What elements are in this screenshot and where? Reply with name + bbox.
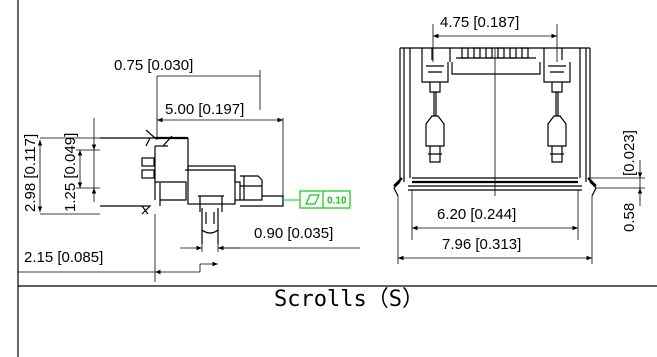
side-view: 0.10 0.75 [0.030] 5.00 [0.197] 2.98 [0.1… [18,57,360,282]
dim-side-height: 2.98 [0.117] [22,134,39,212]
dim-front-right-top: [0.023] [621,130,638,176]
dim-front-top: 4.75 [0.187] [440,14,519,31]
dim-side-length: 5.00 [0.197] [165,101,244,118]
front-view-housing [393,47,597,197]
dim-side-bottom: 2.15 [0.085] [24,249,103,266]
flatness-tolerance-frame: 0.10 [283,190,351,209]
dim-side-pin: 0.90 [0.035] [254,225,333,242]
dim-side-top: 0.75 [0.030] [114,57,193,74]
side-view-dimension-lines [37,76,360,275]
drawing-caption: Scrolls（S） [274,287,424,312]
dim-front-inner: 6.20 [0.244] [437,206,516,223]
flatness-symbol-icon [305,194,320,205]
dim-side-049: 1.25 [0.049] [62,133,79,212]
tolerance-value: 0.10 [327,196,347,207]
side-view-body [100,129,284,244]
front-view: 4.75 [0.187] 6.20 [0.244] 7.96 [0.313] [… [393,14,645,264]
dim-front-right-bottom: 0.58 [621,203,638,232]
front-view-dimension-lines [398,33,643,261]
dim-front-outer: 7.96 [0.313] [442,236,521,253]
page-frame [17,0,657,357]
front-view-extension-lines [397,24,645,264]
